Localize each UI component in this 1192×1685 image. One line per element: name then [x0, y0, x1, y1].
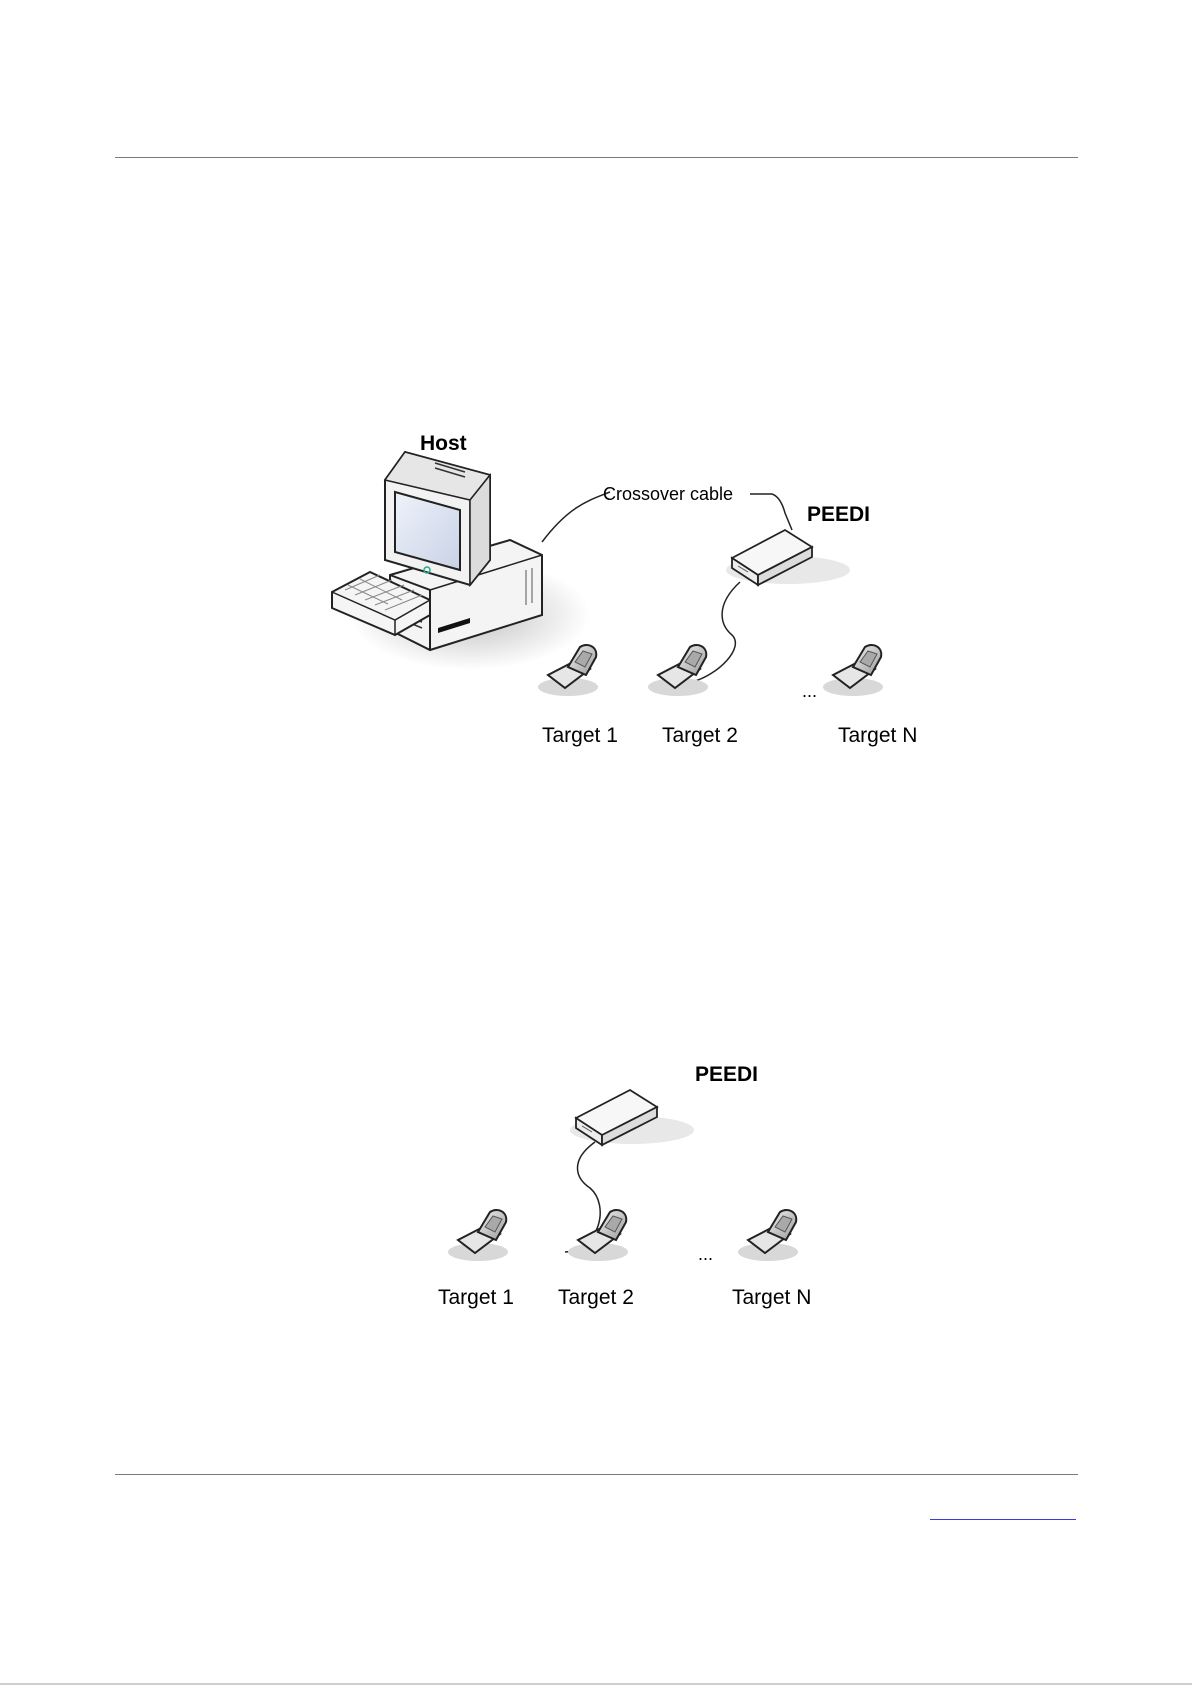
footer-rule	[115, 1474, 1078, 1475]
header-rule	[115, 157, 1078, 158]
ellipsis: ...	[802, 681, 817, 701]
target-1-phone-icon	[448, 1210, 508, 1261]
peedi-label: PEEDI	[807, 503, 870, 526]
peedi-label: PEEDI	[695, 1063, 758, 1086]
footer-link-underline[interactable]	[930, 1519, 1076, 1520]
figure-standalone-setup: PEEDI ... Target 1 Target 2 Target N	[430, 1060, 850, 1320]
cable-label: Crossover cable	[603, 484, 733, 504]
target-2-label: Target 2	[558, 1286, 634, 1309]
host-computer-icon	[332, 452, 590, 670]
crossover-cable	[542, 492, 610, 542]
target-n-phone-icon	[823, 645, 883, 696]
target-2-phone-icon	[568, 1210, 628, 1261]
peedi-device-icon	[570, 1090, 694, 1145]
target-2-phone-icon	[648, 645, 708, 696]
peedi-device-icon	[726, 530, 850, 585]
host-label: Host	[420, 432, 467, 455]
target-1-label: Target 1	[438, 1286, 514, 1309]
target-2-label: Target 2	[662, 724, 738, 747]
target-n-label: Target N	[732, 1286, 811, 1309]
target-n-phone-icon	[738, 1210, 798, 1261]
figure-host-setup: Host Crossover cable PEEDI ... Target 1 …	[320, 420, 940, 760]
ellipsis: ...	[698, 1244, 713, 1264]
target-n-label: Target N	[838, 724, 917, 747]
target-1-label: Target 1	[542, 724, 618, 747]
